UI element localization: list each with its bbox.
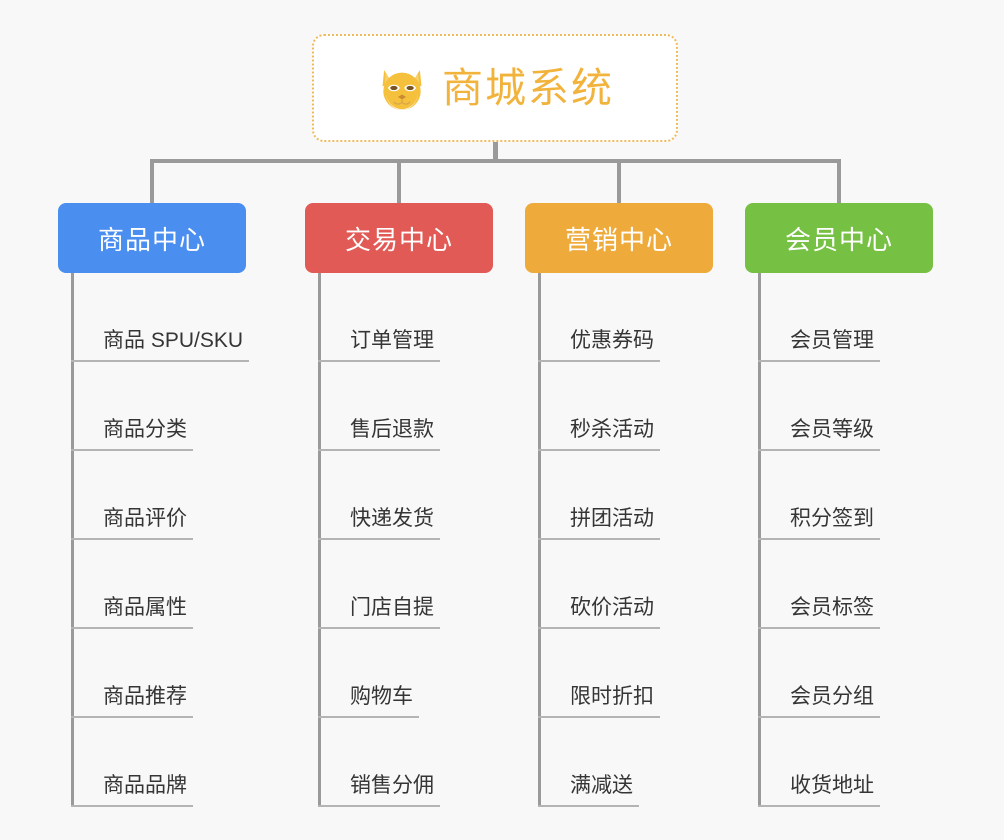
column-marketing-center: 营销中心 优惠券码 秒杀活动 拼团活动 砍价活动 限时折扣 满减送 [525, 203, 713, 807]
list-item[interactable]: 销售分佣 [318, 718, 493, 807]
column-trade-center: 交易中心 订单管理 售后退款 快递发货 门店自提 购物车 销售分佣 [305, 203, 493, 807]
leaf-label: 商品品牌 [71, 774, 193, 807]
leaf-list-product-center: 商品 SPU/SKU 商品分类 商品评价 商品属性 商品推荐 商品品牌 [58, 273, 250, 807]
leaf-label: 拼团活动 [538, 507, 660, 540]
list-item[interactable]: 商品分类 [71, 362, 246, 451]
leaf-label: 会员标签 [758, 596, 880, 629]
list-item[interactable]: 快递发货 [318, 451, 493, 540]
category-label: 交易中心 [344, 224, 453, 255]
column-spine [318, 273, 321, 807]
list-item[interactable]: 优惠券码 [538, 273, 713, 362]
category-label: 商品中心 [97, 224, 206, 255]
leaf-label: 售后退款 [318, 418, 440, 451]
column-spine [758, 273, 761, 807]
column-spine [538, 273, 541, 807]
list-item[interactable]: 订单管理 [318, 273, 493, 362]
category-label: 营销中心 [564, 224, 673, 255]
list-item[interactable]: 商品评价 [71, 451, 246, 540]
list-item[interactable]: 商品属性 [71, 540, 246, 629]
leaf-label: 销售分佣 [318, 774, 440, 807]
list-item[interactable]: 砍价活动 [538, 540, 713, 629]
list-item[interactable]: 门店自提 [318, 540, 493, 629]
list-item[interactable]: 会员分组 [758, 629, 933, 718]
leaf-label: 快递发货 [318, 507, 440, 540]
leaf-list-marketing-center: 优惠券码 秒杀活动 拼团活动 砍价活动 限时折扣 满减送 [525, 273, 713, 807]
leaf-label: 购物车 [318, 685, 419, 718]
leaf-label: 商品 SPU/SKU [71, 329, 250, 362]
list-item[interactable]: 满减送 [538, 718, 713, 807]
leaf-label: 满减送 [538, 774, 639, 807]
list-item[interactable]: 积分签到 [758, 451, 933, 540]
root-node[interactable]: 商城系统 [312, 34, 678, 142]
leaf-label: 砍价活动 [538, 596, 660, 629]
leaf-list-member-center: 会员管理 会员等级 积分签到 会员标签 会员分组 收货地址 [745, 273, 933, 807]
connector-drop-3 [617, 159, 621, 205]
leaf-list-trade-center: 订单管理 售后退款 快递发货 门店自提 购物车 销售分佣 [305, 273, 493, 807]
category-label: 会员中心 [784, 224, 893, 255]
list-item[interactable]: 售后退款 [318, 362, 493, 451]
leaf-label: 积分签到 [758, 507, 880, 540]
list-item[interactable]: 会员管理 [758, 273, 933, 362]
leaf-label: 会员分组 [758, 685, 880, 718]
list-item[interactable]: 会员标签 [758, 540, 933, 629]
shiba-dog-face-icon [382, 70, 422, 112]
leaf-label: 商品分类 [71, 418, 193, 451]
leaf-label: 限时折扣 [538, 685, 660, 718]
category-header-marketing-center[interactable]: 营销中心 [525, 203, 713, 273]
list-item[interactable]: 商品品牌 [71, 718, 246, 807]
list-item[interactable]: 收货地址 [758, 718, 933, 807]
category-header-trade-center[interactable]: 交易中心 [305, 203, 493, 273]
leaf-label: 订单管理 [318, 329, 440, 362]
list-item[interactable]: 拼团活动 [538, 451, 713, 540]
leaf-label: 商品评价 [71, 507, 193, 540]
leaf-label: 收货地址 [758, 774, 880, 807]
column-member-center: 会员中心 会员管理 会员等级 积分签到 会员标签 会员分组 收货地址 [745, 203, 933, 807]
leaf-label: 商品推荐 [71, 685, 193, 718]
leaf-label: 会员等级 [758, 418, 880, 451]
list-item[interactable]: 秒杀活动 [538, 362, 713, 451]
connector-drop-1 [150, 159, 154, 205]
leaf-label: 秒杀活动 [538, 418, 660, 451]
leaf-label: 优惠券码 [538, 329, 660, 362]
list-item[interactable]: 会员等级 [758, 362, 933, 451]
connector-drop-2 [397, 159, 401, 205]
connector-bus [150, 159, 841, 163]
column-spine [71, 273, 74, 807]
category-header-product-center[interactable]: 商品中心 [58, 203, 246, 273]
connector-drop-4 [837, 159, 841, 205]
column-product-center: 商品中心 商品 SPU/SKU 商品分类 商品评价 商品属性 商品推荐 商品品牌 [58, 203, 250, 807]
list-item[interactable]: 商品推荐 [71, 629, 246, 718]
leaf-label: 门店自提 [318, 596, 440, 629]
leaf-label: 会员管理 [758, 329, 880, 362]
list-item[interactable]: 限时折扣 [538, 629, 713, 718]
root-title: 商城系统 [442, 64, 614, 111]
leaf-label: 商品属性 [71, 596, 193, 629]
category-header-member-center[interactable]: 会员中心 [745, 203, 933, 273]
connector-root-stem [493, 142, 498, 163]
list-item[interactable]: 商品 SPU/SKU [71, 273, 250, 362]
list-item[interactable]: 购物车 [318, 629, 493, 718]
